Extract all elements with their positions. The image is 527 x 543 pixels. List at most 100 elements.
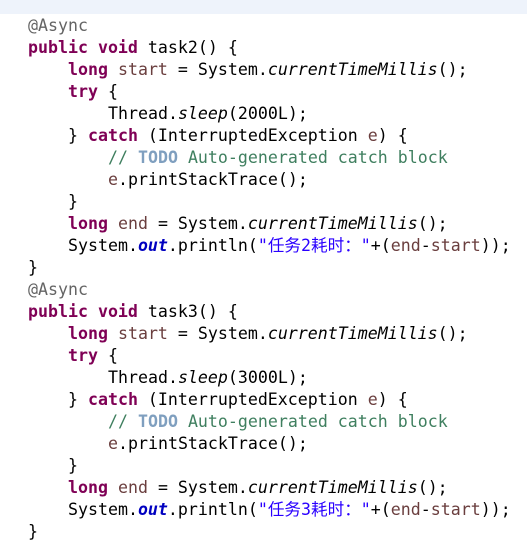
static-field-token: out	[137, 236, 168, 255]
code-token: (3000L);	[227, 368, 308, 387]
static-method-token: currentTimeMillis	[267, 324, 438, 343]
code-token: ();	[437, 60, 468, 79]
code-line[interactable]: System.out.println("任务2耗时："+(end-start))…	[68, 235, 511, 257]
code-line[interactable]: } catch (InterruptedException e) {	[68, 125, 408, 147]
code-line[interactable]: // TODO Auto-generated catch block	[108, 411, 448, 433]
code-token: .printStackTrace();	[118, 170, 308, 189]
variable-token: start	[117, 60, 168, 79]
code-line[interactable]: System.out.println("任务3耗时："+(end-start))…	[68, 499, 511, 521]
keyword-token: public	[28, 38, 88, 57]
code-line[interactable]: long start = System.currentTimeMillis();	[68, 323, 468, 345]
keyword-token: public	[28, 302, 88, 321]
code-token: = System.	[147, 214, 248, 233]
comment-token: Auto-generated catch block	[177, 412, 448, 431]
variable-token: e	[108, 170, 118, 189]
code-token	[108, 214, 118, 233]
code-token: task2() {	[137, 38, 238, 57]
code-token	[88, 302, 98, 321]
code-token: }	[68, 126, 88, 145]
keyword-token: long	[68, 478, 108, 497]
code-token: {	[97, 346, 118, 365]
variable-token: start	[430, 500, 481, 519]
code-token: ();	[417, 478, 448, 497]
keyword-token: long	[68, 60, 108, 79]
static-method-token: currentTimeMillis	[247, 214, 418, 233]
code-token: = System.	[167, 324, 268, 343]
string-literal-token: "任务3耗时："	[257, 500, 371, 519]
static-method-token: sleep	[177, 104, 228, 123]
variable-token: start	[117, 324, 168, 343]
static-method-token: sleep	[177, 368, 228, 387]
annotation-token: @Async	[28, 280, 88, 299]
code-token: ) {	[377, 126, 408, 145]
keyword-token: void	[97, 38, 138, 57]
code-token: ) {	[377, 390, 408, 409]
code-token: }	[68, 456, 78, 475]
code-line[interactable]: }	[28, 257, 38, 279]
code-token	[108, 478, 118, 497]
comment-token: //	[108, 412, 138, 431]
code-line[interactable]: @Async	[28, 15, 88, 37]
variable-token: e	[108, 434, 118, 453]
code-token: task3() {	[137, 302, 238, 321]
variable-token: end	[390, 500, 421, 519]
code-line[interactable]: Thread.sleep(2000L);	[108, 103, 308, 125]
code-token	[108, 324, 118, 343]
code-token: }	[28, 522, 38, 541]
code-token: }	[28, 258, 38, 277]
code-token: ();	[437, 324, 468, 343]
code-line[interactable]: } catch (InterruptedException e) {	[68, 389, 408, 411]
code-token: (2000L);	[227, 104, 308, 123]
code-token: -	[420, 236, 431, 255]
code-token: ();	[417, 214, 448, 233]
editor-top-strip	[0, 0, 527, 14]
annotation-token: @Async	[28, 16, 88, 35]
variable-token: end	[390, 236, 421, 255]
variable-token: end	[117, 214, 148, 233]
keyword-token: long	[68, 324, 108, 343]
code-line[interactable]: // TODO Auto-generated catch block	[108, 147, 448, 169]
code-line[interactable]: }	[68, 455, 78, 477]
string-literal-token: "任务2耗时："	[257, 236, 371, 255]
code-line[interactable]: long end = System.currentTimeMillis();	[68, 477, 448, 499]
variable-token: end	[117, 478, 148, 497]
keyword-token: catch	[87, 126, 138, 145]
code-token: +(	[370, 236, 391, 255]
keyword-token: try	[68, 82, 98, 101]
code-token: Thread.	[108, 368, 178, 387]
code-token: System.	[68, 236, 138, 255]
static-method-token: currentTimeMillis	[247, 478, 418, 497]
static-method-token: currentTimeMillis	[267, 60, 438, 79]
variable-token: start	[430, 236, 481, 255]
code-line[interactable]: long end = System.currentTimeMillis();	[68, 213, 448, 235]
keyword-token: catch	[87, 390, 138, 409]
code-token: -	[420, 500, 431, 519]
code-line[interactable]: e.printStackTrace();	[108, 169, 308, 191]
code-line[interactable]: try {	[68, 345, 118, 367]
code-line[interactable]: long start = System.currentTimeMillis();	[68, 59, 468, 81]
todo-tag-token: TODO	[137, 412, 178, 431]
code-line[interactable]: try {	[68, 81, 118, 103]
code-token: .println(	[167, 236, 258, 255]
static-field-token: out	[137, 500, 168, 519]
code-token: }	[68, 390, 88, 409]
code-line[interactable]: @Async	[28, 279, 88, 301]
code-token: = System.	[147, 478, 248, 497]
code-token: ));	[480, 236, 511, 255]
code-line[interactable]: public void task3() {	[28, 301, 238, 323]
code-line[interactable]: }	[68, 191, 78, 213]
code-token	[108, 60, 118, 79]
code-token: = System.	[167, 60, 268, 79]
code-token: ));	[480, 500, 511, 519]
code-token: Thread.	[108, 104, 178, 123]
keyword-token: long	[68, 214, 108, 233]
code-line[interactable]: Thread.sleep(3000L);	[108, 367, 308, 389]
code-line[interactable]: public void task2() {	[28, 37, 238, 59]
variable-token: e	[367, 126, 378, 145]
code-line[interactable]: e.printStackTrace();	[108, 433, 308, 455]
code-line[interactable]: }	[28, 521, 38, 543]
code-token: .println(	[167, 500, 258, 519]
comment-token: Auto-generated catch block	[177, 148, 448, 167]
code-token: .printStackTrace();	[118, 434, 308, 453]
